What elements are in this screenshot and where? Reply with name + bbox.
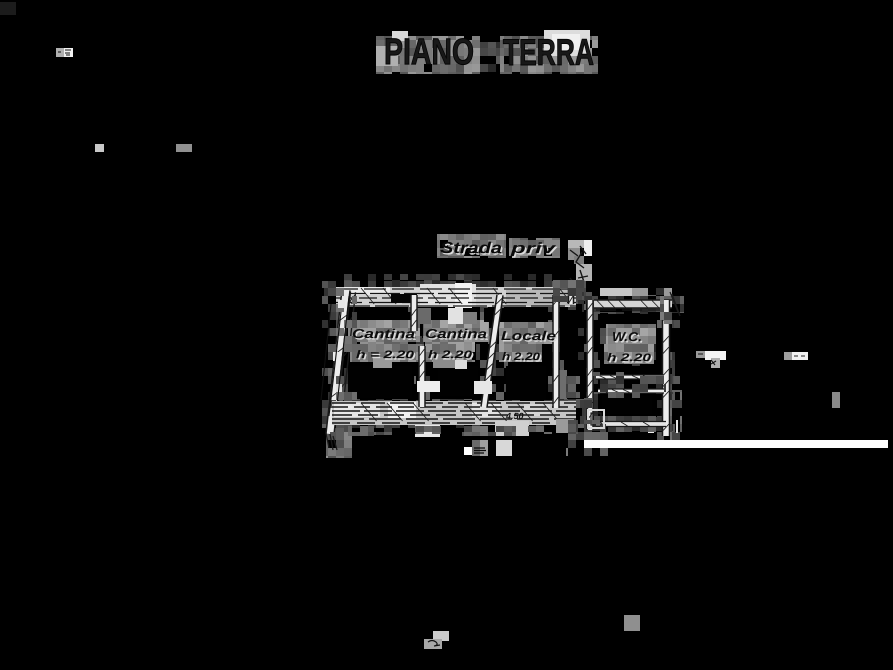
svg-text:h 2.20: h 2.20: [428, 349, 473, 361]
svg-text:Cantina: Cantina: [352, 326, 415, 341]
svg-text:Cantina: Cantina: [353, 328, 416, 343]
svg-text:Locale: Locale: [502, 330, 557, 345]
svg-text:4.50: 4.50: [505, 411, 524, 421]
svg-text:h 2.20: h 2.20: [608, 354, 653, 366]
svg-text:W.C.: W.C.: [612, 329, 642, 344]
svg-text:priv: priv: [511, 241, 559, 258]
svg-text:W.C.: W.C.: [613, 331, 643, 346]
svg-text:Locale: Locale: [501, 328, 556, 343]
svg-text:Cantina: Cantina: [426, 328, 488, 343]
svg-text:Strada: Strada: [441, 242, 503, 259]
svg-text:TERRA: TERRA: [503, 32, 594, 73]
svg-text:h = 2.20: h = 2.20: [357, 351, 416, 363]
svg-text:PIANO: PIANO: [384, 31, 474, 72]
svg-text:priv: priv: [509, 240, 557, 257]
svg-text:h 2.20: h 2.20: [429, 351, 474, 363]
svg-text:Strada: Strada: [440, 240, 502, 257]
svg-text:h = 2.20: h = 2.20: [356, 349, 415, 361]
svg-text:h 2.20: h 2.20: [503, 353, 542, 365]
svg-text:h 2.20: h 2.20: [607, 352, 652, 364]
svg-text:h 2.20: h 2.20: [502, 351, 541, 363]
svg-text:Cantina: Cantina: [425, 326, 487, 341]
